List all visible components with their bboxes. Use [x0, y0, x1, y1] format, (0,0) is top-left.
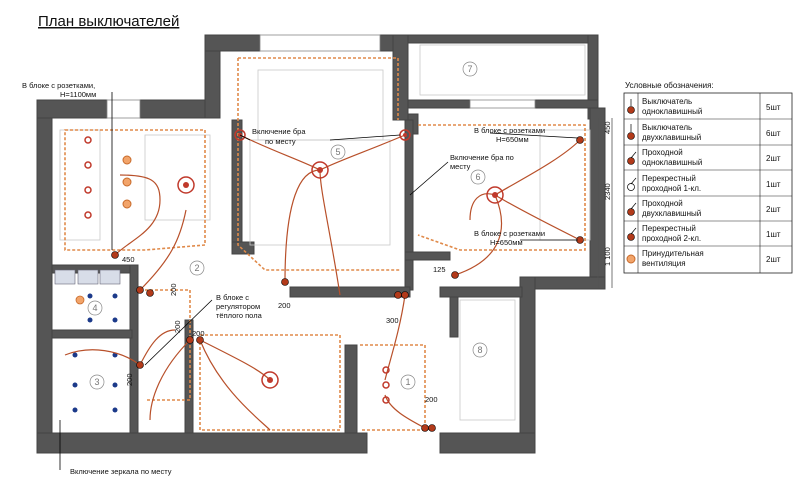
- pass-switch-icon: [627, 157, 635, 165]
- legend-label: проходной 2-кл.: [642, 234, 701, 243]
- room-number: 2: [194, 263, 199, 273]
- note-sockets-650-top-height: H=650мм: [496, 135, 529, 144]
- dimension-label: 450: [603, 121, 612, 134]
- dimension-label: 200: [125, 373, 134, 386]
- room-number: 1: [405, 377, 410, 387]
- legend-label: Проходной: [642, 148, 683, 157]
- dimensions: 450 200 200 200 200 200 200 125 300 450 …: [122, 118, 612, 404]
- dimension-label: 200: [192, 329, 205, 338]
- dimension-label: 200: [169, 283, 178, 296]
- note-sockets-1100: В блоке с розетками,: [22, 81, 95, 90]
- dimension-label: 200: [425, 395, 438, 404]
- dimension-label: 1 100: [603, 247, 612, 266]
- legend-label: проходной 1-кл.: [642, 184, 701, 193]
- note-floor-heat-2: регулятором: [216, 302, 260, 311]
- note-sockets-650-bottom-height: H=650мм: [490, 238, 523, 247]
- note-sockets-650-bottom: В блоке с розетками: [474, 229, 545, 238]
- note-sconce-1b: по месту: [265, 137, 296, 146]
- dimension-label: 200: [278, 301, 291, 310]
- legend: Условные обозначения: Выключатель однокл…: [623, 81, 793, 274]
- legend-label: вентиляция: [642, 259, 686, 268]
- legend-label: одноклавишный: [642, 107, 702, 116]
- legend-qty: 2шт: [766, 154, 781, 163]
- annotation-leaders: [59, 92, 579, 470]
- double-switch-icon: [627, 132, 635, 140]
- outer-walls: [36, 34, 606, 454]
- cross-switch-2-icon: [627, 233, 635, 241]
- dimension-label: 125: [433, 265, 446, 274]
- legend-qty: 1шт: [766, 230, 781, 239]
- note-sockets-650-top: В блоке с розетками: [474, 126, 545, 135]
- dimension-label: 300: [386, 316, 399, 325]
- room-number: 6: [475, 172, 480, 182]
- windows: [106, 34, 613, 288]
- room-number: 4: [92, 303, 97, 313]
- legend-label: Выключатель: [642, 123, 692, 132]
- room-number: 5: [335, 147, 340, 157]
- note-mirror: Включение зеркала по месту: [70, 467, 172, 476]
- ceiling-lamps: [84, 129, 504, 404]
- room-numbers: 1 2 3 4 5 6 7 8: [87, 61, 488, 390]
- cross-switch-1-icon: [627, 183, 635, 191]
- legend-label: Принудительная: [642, 249, 704, 258]
- legend-label: Перекрестный: [642, 174, 696, 183]
- pass-double-switch-icon: [627, 208, 635, 216]
- switches: [111, 136, 584, 432]
- legend-label: одноклавишный: [642, 158, 702, 167]
- furniture-outlines: [59, 44, 591, 421]
- legend-label: Проходной: [642, 199, 683, 208]
- bathroom-fixtures: [54, 269, 121, 413]
- room-number: 3: [94, 377, 99, 387]
- legend-label: двухклавишный: [642, 209, 701, 218]
- ceiling-contours: [64, 57, 586, 431]
- annotations: В блоке с розетками, H=1100мм Включение …: [22, 81, 545, 476]
- note-sconce-1: Включение бра: [252, 127, 306, 136]
- legend-qty: 1шт: [766, 180, 781, 189]
- wiring: [64, 134, 581, 431]
- legend-qty: 6шт: [766, 129, 781, 138]
- note-floor-heat-3: тёплого пола: [216, 311, 263, 320]
- legend-label: двухклавишный: [642, 133, 701, 142]
- page-title: План выключателей: [38, 13, 179, 30]
- dimension-label: 200: [173, 320, 182, 333]
- inner-walls: [51, 119, 523, 434]
- legend-label: Перекрестный: [642, 224, 696, 233]
- ventilation-icon: [626, 254, 636, 264]
- dimension-label: 450: [122, 255, 135, 264]
- room-number: 8: [477, 345, 482, 355]
- legend-label: Выключатель: [642, 97, 692, 106]
- legend-qty: 2шт: [766, 205, 781, 214]
- legend-qty: 2шт: [766, 255, 781, 264]
- legend-heading: Условные обозначения:: [625, 81, 714, 90]
- dimension-label: 2340: [603, 183, 612, 200]
- legend-qty: 5шт: [766, 103, 781, 112]
- room-number: 7: [467, 64, 472, 74]
- single-switch-icon: [627, 106, 635, 114]
- note-sconce-2b: месту: [450, 162, 471, 171]
- note-floor-heat-1: В блоке с: [216, 293, 249, 302]
- note-sconce-2: Включение бра по: [450, 153, 514, 162]
- note-sockets-1100-height: H=1100мм: [60, 90, 96, 99]
